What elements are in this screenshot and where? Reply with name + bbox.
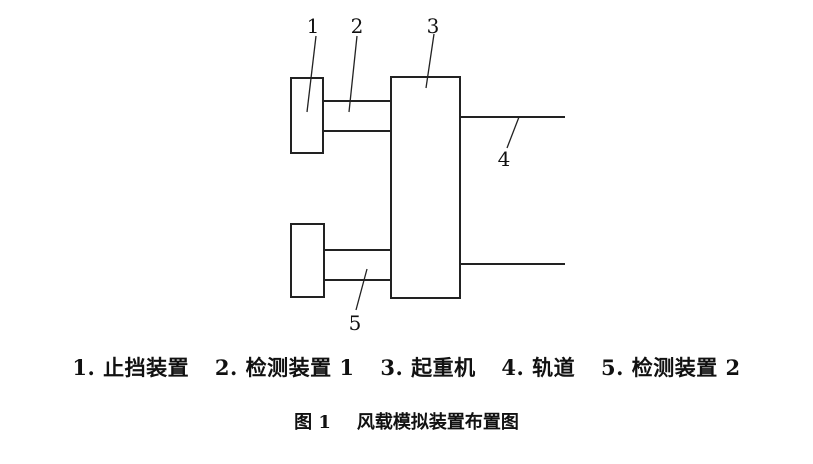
legend: 1. 止挡装置 2. 检测装置 1 3. 起重机 4. 轨道 5. 检测装置 2 bbox=[0, 352, 813, 382]
legend-item-crane: 3. 起重机 bbox=[380, 355, 476, 380]
detector-2 bbox=[322, 249, 392, 281]
label-track: 4 bbox=[498, 147, 511, 171]
legend-item-track: 4. 轨道 bbox=[501, 355, 576, 380]
crane bbox=[390, 76, 461, 299]
layout-diagram: 1 2 3 4 5 bbox=[290, 14, 565, 335]
figure-caption: 图 1 风载模拟装置布置图 bbox=[0, 408, 813, 434]
legend-item-detector-1: 2. 检测装置 1 bbox=[214, 355, 355, 380]
stop-device-upper bbox=[290, 77, 324, 154]
legend-item-detector-2: 5. 检测装置 2 bbox=[600, 355, 741, 380]
stop-device-lower bbox=[290, 223, 325, 298]
label-crane: 3 bbox=[427, 14, 440, 38]
leader-crane bbox=[425, 33, 435, 89]
label-stop-device: 1 bbox=[307, 14, 320, 38]
label-detector-1: 2 bbox=[351, 14, 364, 38]
leader-detector-2 bbox=[355, 268, 368, 311]
label-detector-2: 5 bbox=[349, 311, 362, 335]
leader-track bbox=[506, 116, 520, 149]
leader-detector-1 bbox=[348, 35, 358, 113]
legend-item-stop-device: 1. 止挡装置 bbox=[72, 355, 190, 380]
detector-1 bbox=[321, 100, 392, 132]
figure-title: 风载模拟装置布置图 bbox=[356, 412, 519, 433]
figure-number: 图 1 bbox=[294, 412, 331, 433]
leader-stop-device bbox=[306, 35, 317, 113]
